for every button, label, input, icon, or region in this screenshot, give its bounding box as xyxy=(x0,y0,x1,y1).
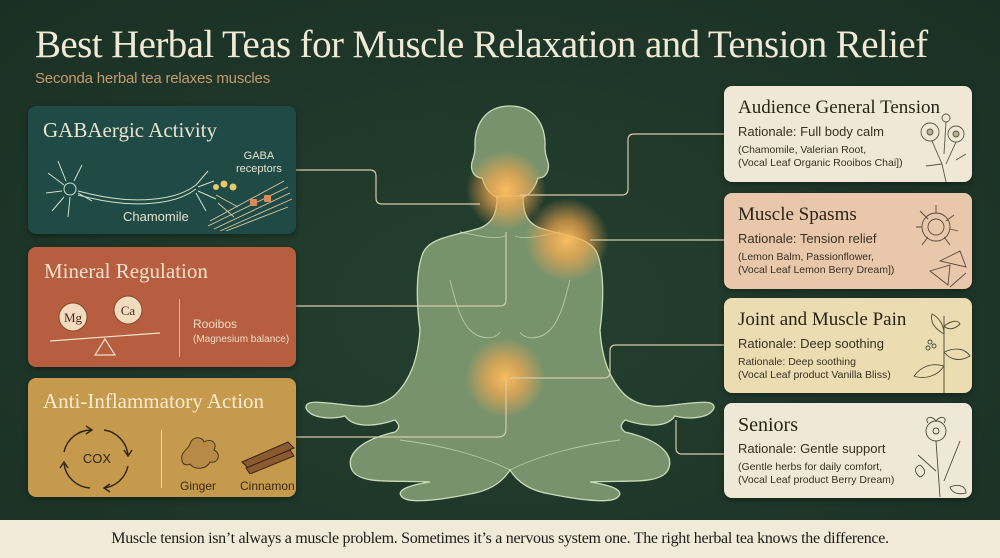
shoulder-glow xyxy=(525,198,609,282)
svg-text:COX: COX xyxy=(83,451,112,466)
cinnamon-icon xyxy=(241,441,295,474)
audience-rationale: Rationale: Full body calm xyxy=(738,124,884,139)
mechanism-card-gabaergic: GABAergic Activity GABA receptors Chamom… xyxy=(28,106,296,234)
abdomen-glow xyxy=(465,338,545,418)
leafy-herb-sketch-icon xyxy=(913,313,971,393)
connector-gaba xyxy=(296,169,480,205)
audience-detail: (Chamomile, Valerian Root, (Vocal Leaf O… xyxy=(738,144,903,169)
neck-glow xyxy=(466,150,546,230)
footer-text: Muscle tension isn’t always a muscle pro… xyxy=(111,530,889,547)
audience-detail: (Lemon Balm, Passionflower, (Vocal Leaf … xyxy=(738,251,895,276)
page-title: Best Herbal Teas for Muscle Relaxation a… xyxy=(35,23,928,66)
audience-title: Seniors xyxy=(738,414,798,436)
audience-rationale: Rationale: Tension relief xyxy=(738,231,877,246)
connector-mineral xyxy=(296,232,507,307)
neuron-icon xyxy=(45,160,293,231)
connector-audience xyxy=(520,133,724,196)
passionflower-sketch-icon xyxy=(916,205,967,288)
audience-card-general-tension: Audience General Tension Rationale: Full… xyxy=(724,86,972,182)
svg-text:Mg: Mg xyxy=(64,310,83,325)
connector-seniors xyxy=(675,420,724,455)
herb-label-ginger: Ginger xyxy=(180,479,217,493)
audience-rationale: Rationale: Deep soothing xyxy=(738,336,884,351)
mechanism-title: GABAergic Activity xyxy=(43,118,218,142)
audience-card-seniors: Seniors Rationale: Gentle support (Gentl… xyxy=(724,403,972,498)
mineral-balance-scale-icon: Mg Ca xyxy=(49,295,161,356)
mechanism-card-mineral: Mineral Regulation Mg Ca Rooibos (Magnes… xyxy=(28,247,296,367)
ginger-icon xyxy=(181,437,219,469)
herb-note: (Magnesium balance) xyxy=(193,334,290,345)
audience-title: Joint and Muscle Pain xyxy=(738,309,907,330)
connector-joint xyxy=(510,344,724,379)
mechanism-title: Mineral Regulation xyxy=(44,259,208,283)
wild-rose-sketch-icon xyxy=(915,416,967,498)
chamomile-sketch-icon xyxy=(920,113,967,182)
gaba-receptors-label: GABA receptors xyxy=(236,150,282,175)
mechanism-card-anti-inflammatory: Anti-Inflammatory Action COX Ginger Cinn… xyxy=(28,378,296,497)
audience-title: Muscle Spasms xyxy=(738,204,857,225)
footer-banner: Muscle tension isn’t always a muscle pro… xyxy=(0,520,1000,558)
herb-label: Rooibos xyxy=(193,317,238,331)
audience-card-joint-muscle-pain: Joint and Muscle Pain Rationale: Deep so… xyxy=(724,298,972,393)
page-subtitle: Seconda herbal tea relaxes muscles xyxy=(35,70,271,87)
audience-detail: Rationale: Deep soothing (Vocal Leaf pro… xyxy=(738,356,891,381)
mechanism-title: Anti-Inflammatory Action xyxy=(43,389,265,413)
audience-rationale: Rationale: Gentle support xyxy=(738,441,886,456)
audience-card-muscle-spasms: Muscle Spasms Rationale: Tension relief … xyxy=(724,193,972,289)
herb-label: Chamomile xyxy=(123,209,189,224)
herb-label-cinnamon: Cinnamon xyxy=(240,479,295,493)
svg-text:Ca: Ca xyxy=(121,303,136,318)
connector-anti xyxy=(296,380,507,438)
cox-cycle-icon: COX xyxy=(59,425,133,493)
audience-title: Audience General Tension xyxy=(738,97,940,118)
audience-detail: (Gentle herbs for daily comfort, (Vocal … xyxy=(738,461,895,486)
